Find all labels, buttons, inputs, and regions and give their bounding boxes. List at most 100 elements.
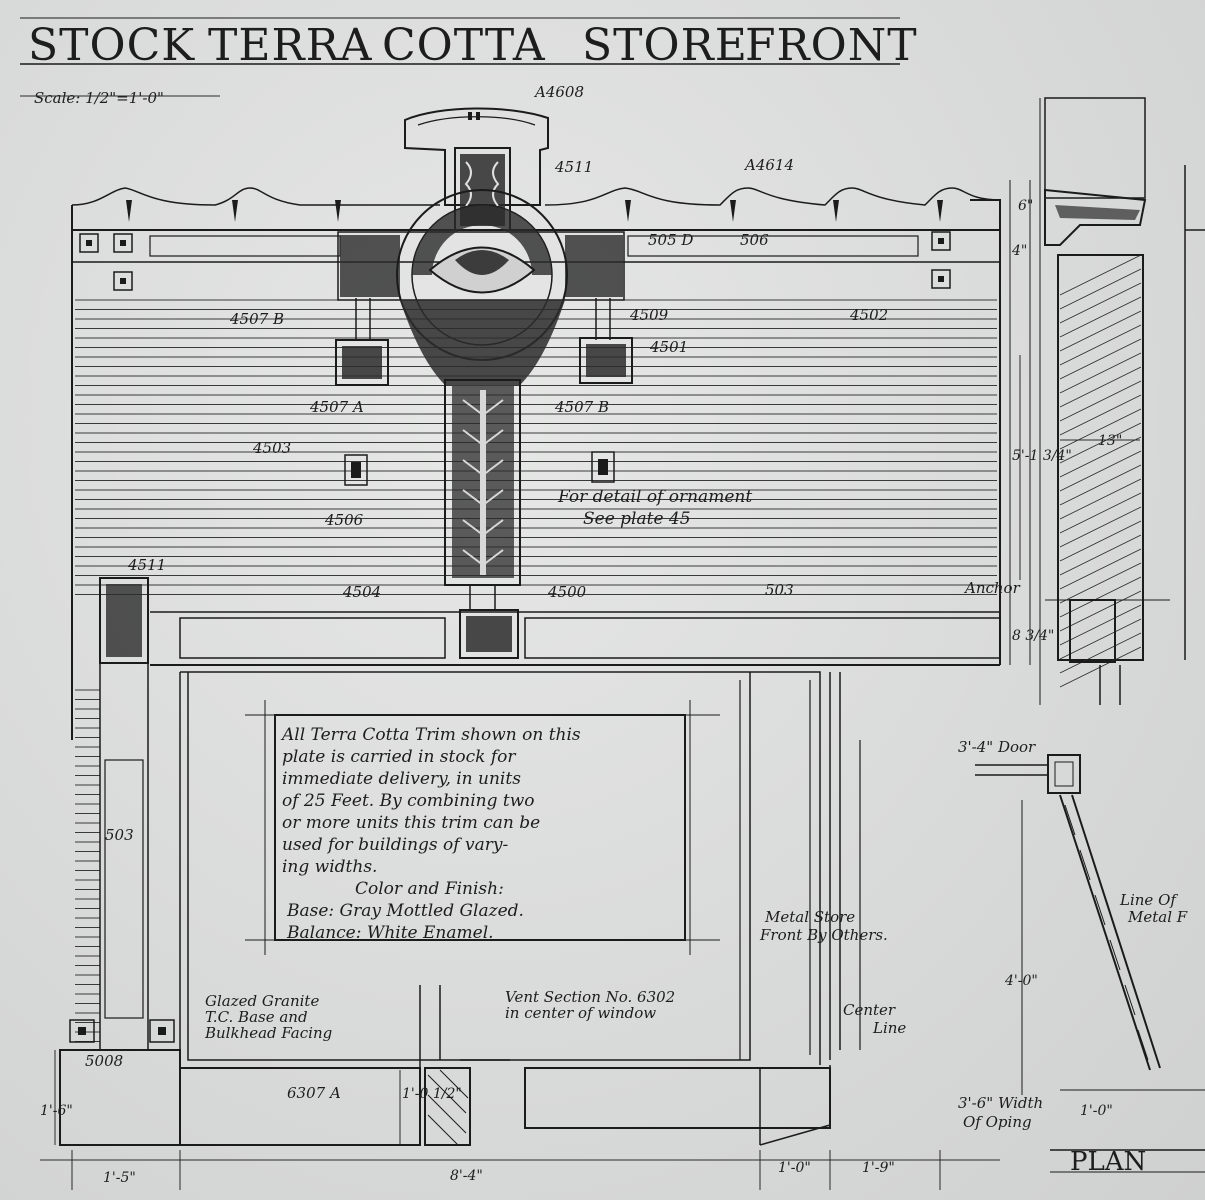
hatch-line — [1059, 534, 1142, 576]
hatch-line — [1059, 394, 1142, 436]
stock-note-balance: Balance: White Enamel. — [286, 923, 494, 943]
hanging-blocks — [335, 298, 633, 486]
granite-base — [59, 985, 831, 1146]
dim-4: 4" — [1011, 243, 1027, 259]
stock-note-line-7: ing widths. — [282, 857, 377, 877]
label-a4608: A4608 — [533, 83, 584, 101]
stock-note-line-6: used for buildings of vary- — [282, 835, 508, 855]
label-a6307a: 6307 A — [287, 1084, 341, 1102]
glazed-note-line-2: T.C. Base and — [205, 1008, 308, 1026]
hatch-line — [1059, 604, 1142, 646]
hatch-line — [1059, 520, 1142, 562]
dim-6: 6" — [1018, 198, 1033, 214]
scale-label: Scale: 1/2"=1'-0" — [34, 89, 164, 107]
center-note-line-2: Line — [872, 1019, 906, 1037]
ornament-note: For detail of ornament See plate 45 — [557, 487, 752, 529]
hatch-line — [1059, 478, 1142, 520]
cornice-drops — [126, 200, 943, 222]
hatch-line — [1059, 296, 1142, 338]
ornament-note-line-1: For detail of ornament — [557, 487, 752, 507]
line-of-note-2: Metal F — [1127, 908, 1188, 926]
dim-8-4: 8'-4" — [450, 1168, 483, 1184]
title-word-2: TERRA — [208, 20, 373, 71]
hatch-line — [1059, 436, 1142, 478]
main-elevation — [59, 107, 1001, 1146]
stock-note-line-3: immediate delivery, in units — [282, 769, 521, 789]
label-a4506: 4506 — [324, 511, 364, 529]
stock-note: All Terra Cotta Trim shown on this plate… — [280, 725, 581, 943]
label-a4511-side: 4511 — [127, 556, 166, 574]
width-note-line-1: 3'-6" Width — [958, 1094, 1043, 1112]
hatch-line — [1059, 618, 1142, 660]
ornament-note-line-2: See plate 45 — [583, 509, 691, 529]
hatch-line — [1059, 310, 1142, 352]
label-a4507b-left: 4507 B — [229, 310, 284, 328]
label-a4507b-right: 4507 B — [554, 398, 609, 416]
stock-note-base: Base: Gray Mottled Glazed. — [286, 901, 524, 921]
label-a4507a: 4507 A — [309, 398, 364, 416]
hatch-line — [1059, 590, 1142, 632]
dimension-lines — [40, 355, 1140, 1190]
hatch-line — [1059, 366, 1142, 408]
title-word-4: STORE — [582, 20, 748, 71]
title-word-3: COTTA — [382, 20, 546, 71]
hatch-line — [1059, 352, 1142, 394]
hatch-line — [1059, 338, 1142, 380]
dim-1-0-bottom: 1'-0" — [778, 1160, 811, 1176]
label-a4614: A4614 — [743, 156, 794, 174]
hatch-line — [1059, 492, 1142, 534]
hatch-line — [1059, 464, 1142, 506]
label-a506: 506 — [740, 231, 769, 249]
left-pier — [69, 577, 175, 1050]
label-a503: 503 — [765, 581, 794, 599]
plan-label: PLAN — [1070, 1147, 1146, 1177]
hatch-line — [1059, 562, 1142, 604]
wall-section — [1009, 97, 1205, 705]
part-labels: A4608 4511 A4614 505 D 506 4507 B 4509 4… — [85, 83, 1021, 1102]
dim-1-5: 1'-5" — [103, 1170, 136, 1186]
label-a4509: 4509 — [629, 306, 669, 324]
hatch-line — [1059, 380, 1142, 422]
dim-4-0: 4'-0" — [1004, 973, 1038, 989]
title-word-1: STOCK — [28, 20, 195, 71]
dim-5-1: 5'-1 3/4" — [1012, 448, 1072, 464]
dim-1-0-vert: 1'-0 1/2" — [402, 1086, 462, 1102]
label-a4511-top: 4511 — [554, 158, 593, 176]
vent-note-line-1: Vent Section No. 6302 — [505, 988, 675, 1006]
label-anchor: Anchor — [963, 579, 1021, 597]
label-a4501: 4501 — [649, 338, 688, 356]
hatch-line — [1059, 450, 1142, 492]
center-note-line-1: Center — [843, 1001, 896, 1019]
vent-note-line-2: in center of window — [505, 1004, 656, 1022]
label-a4503: 4503 — [252, 439, 291, 457]
label-a5008: 5008 — [85, 1052, 123, 1070]
hatch-line — [1059, 576, 1142, 618]
stock-note-line-4: of 25 Feet. By combining two — [282, 791, 535, 811]
dim-1-9: 1'-9" — [862, 1160, 895, 1176]
hatch-line — [1059, 282, 1142, 324]
stock-note-heading: Color and Finish: — [355, 879, 504, 899]
title-word-5: FRONT — [745, 20, 918, 71]
stock-note-line-1: All Terra Cotta Trim shown on this — [280, 725, 581, 745]
dim-13: 13" — [1098, 433, 1122, 449]
hatch-line — [1059, 632, 1142, 674]
dim-8: 8 3/4" — [1012, 628, 1054, 644]
note-frame — [245, 700, 720, 955]
dimension-labels: 1'-5" 8'-4" 1'-0" 1'-9" 1'-6" 1'-0 1/2" … — [40, 198, 1122, 1186]
hatch-line — [1059, 506, 1142, 548]
door-note: 3'-4" Door — [958, 738, 1036, 756]
dim-1-0-plan: 1'-0" — [1080, 1103, 1113, 1119]
hatch-line — [1059, 268, 1142, 310]
glazed-note-line-3: Bulkhead Facing — [204, 1024, 332, 1042]
side-notes: Glazed Granite T.C. Base and Bulkhead Fa… — [204, 738, 1188, 1131]
hatch-line — [1059, 408, 1142, 450]
ornament-column — [444, 379, 521, 659]
hatch-line — [1059, 324, 1142, 366]
rosette-tiles — [79, 231, 951, 291]
hatch-line — [1059, 422, 1142, 464]
hatch-line — [1059, 548, 1142, 590]
label-a503-side: 503 — [105, 826, 134, 844]
glazed-note-line-1: Glazed Granite — [205, 992, 319, 1010]
label-a4500: 4500 — [547, 583, 587, 601]
